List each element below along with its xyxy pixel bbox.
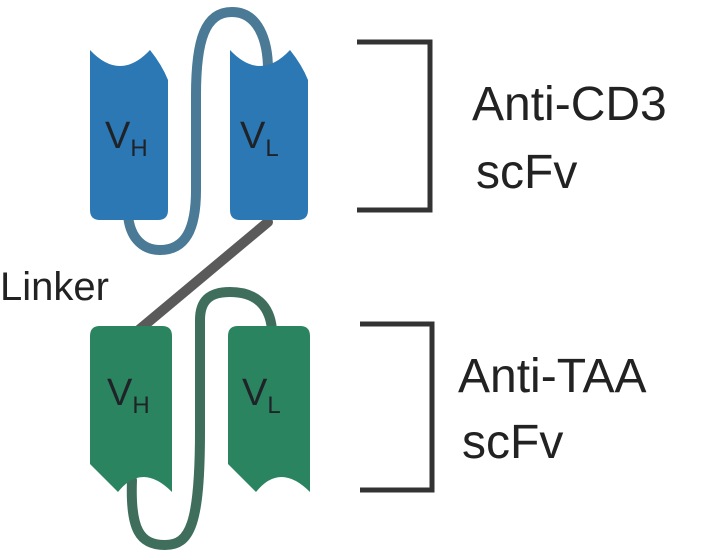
linker-label: Linker xyxy=(0,265,109,309)
anti-taa-label-line2: scFv xyxy=(462,416,563,469)
linker-peptide xyxy=(129,217,273,339)
top-vh-domain xyxy=(90,50,168,220)
bottom-scfv-lower-loop xyxy=(126,425,205,551)
bottom-vl-label: VL xyxy=(242,372,281,419)
top-vl-label: VL xyxy=(240,115,279,162)
anti-cd3-label-line1: Anti-CD3 xyxy=(472,78,667,131)
anti-cd3-label-line2: scFv xyxy=(476,146,577,199)
bottom-vh-domain xyxy=(90,326,172,492)
anti-cd3-bracket xyxy=(357,39,433,213)
bottom-scfv-upper-loop xyxy=(195,286,277,435)
bottom-vh-label: VH xyxy=(107,372,150,419)
top-vh-label: VH xyxy=(105,115,148,162)
top-scfv-lower-loop xyxy=(122,90,201,256)
anti-taa-label-line1: Anti-TAA xyxy=(458,350,646,403)
top-vl-domain xyxy=(230,50,308,220)
anti-taa-bracket xyxy=(360,321,435,493)
bottom-vl-domain xyxy=(228,326,310,492)
top-scfv-upper-loop xyxy=(191,6,273,100)
